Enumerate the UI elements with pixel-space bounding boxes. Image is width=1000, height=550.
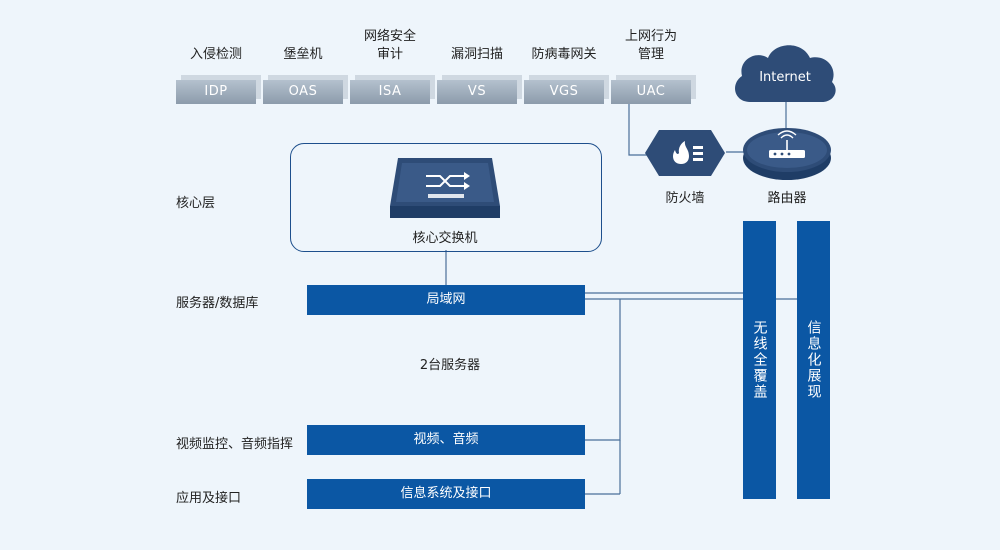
info-system-bar[interactable]: 信息系统及接口 bbox=[307, 479, 585, 509]
device-box: UAC bbox=[611, 80, 691, 104]
layer-label-app: 应用及接口 bbox=[176, 491, 242, 506]
layer-label-server-db: 服务器/数据库 bbox=[176, 296, 259, 311]
layer-label-video: 视频监控、音频指挥 bbox=[176, 437, 294, 452]
device-label: 防病毒网关 bbox=[531, 47, 597, 62]
internet-label: Internet bbox=[759, 70, 811, 85]
core-layer-frame bbox=[290, 143, 602, 252]
device-box: IDP bbox=[176, 80, 256, 104]
device-box: ISA bbox=[350, 80, 430, 104]
lan-bar[interactable]: 局域网 bbox=[307, 285, 585, 315]
device-label: 入侵检测 bbox=[189, 47, 242, 62]
firewall-label: 防火墙 bbox=[665, 191, 705, 206]
servers-label: 2台服务器 bbox=[419, 358, 481, 373]
device-box: VS bbox=[437, 80, 517, 104]
cloud-icon bbox=[735, 45, 836, 102]
device-label: 上网行为 管理 bbox=[624, 29, 677, 62]
device-label: 堡垒机 bbox=[283, 47, 323, 62]
device-box: VGS bbox=[524, 80, 604, 104]
layer-label-core: 核心层 bbox=[176, 196, 216, 211]
video-bar[interactable]: 视频、音频 bbox=[307, 425, 585, 455]
info-display-bar[interactable]: 信息化展现 bbox=[797, 221, 830, 499]
device-label: 漏洞扫描 bbox=[450, 47, 503, 62]
device-label: 网络安全 审计 bbox=[363, 29, 416, 62]
router-label: 路由器 bbox=[767, 191, 807, 206]
device-box: OAS bbox=[263, 80, 343, 104]
line-lan-down bbox=[585, 299, 621, 441]
router-icon[interactable] bbox=[742, 124, 832, 182]
core-switch-icon[interactable] bbox=[388, 156, 502, 222]
firewall-icon[interactable] bbox=[643, 128, 727, 178]
wireless-coverage-bar[interactable]: 无线全覆盖 bbox=[743, 221, 776, 499]
core-switch-label: 核心交换机 bbox=[412, 231, 478, 246]
line-uac-firewall bbox=[628, 104, 650, 156]
